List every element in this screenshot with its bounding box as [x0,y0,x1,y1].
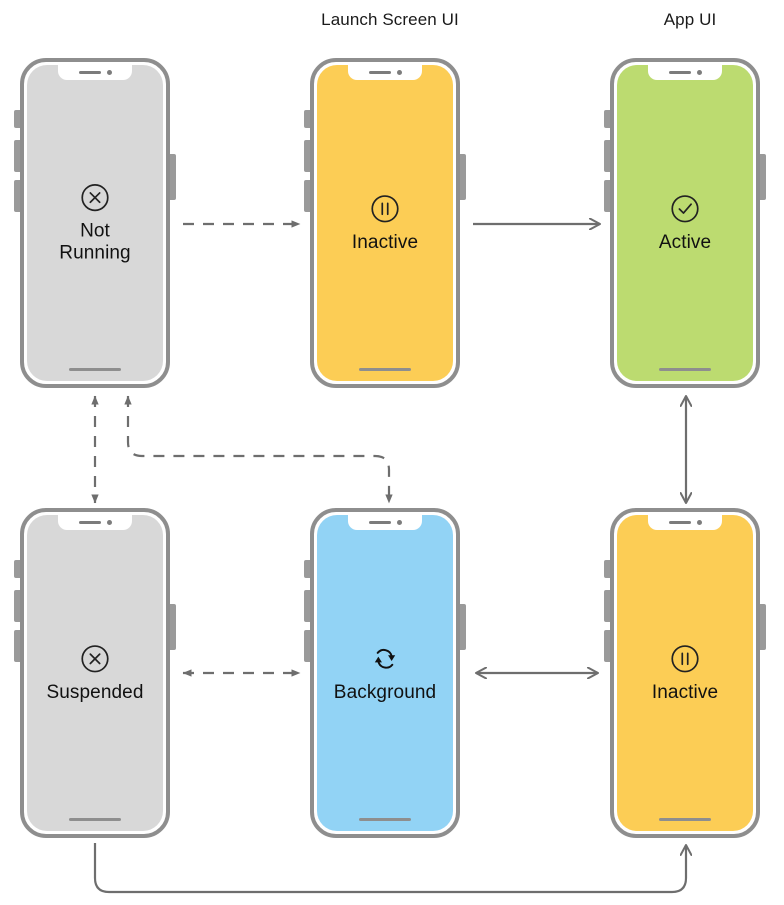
home-indicator [359,818,411,821]
earpiece-speaker [369,71,391,74]
volume-up-button [304,140,311,172]
power-button [459,604,466,650]
power-button [169,604,176,650]
home-indicator [359,368,411,371]
state-content: Inactive [317,192,453,254]
front-camera-icon [697,520,702,525]
silent-switch [604,110,611,128]
silent-switch [304,560,311,578]
earpiece-speaker [669,521,691,524]
state-content: Inactive [617,642,753,704]
screen-background [617,65,753,381]
x-circle-icon [81,645,109,673]
home-indicator [659,368,711,371]
phone-screen: Background [317,515,453,831]
volume-up-button [14,140,21,172]
phone-background[interactable]: Background [300,508,470,838]
volume-down-button [604,630,611,662]
volume-up-button [304,590,311,622]
state-label-line-1: Suspended [46,681,144,703]
phone-inactive-launch[interactable]: Inactive [300,58,470,388]
phone-screen: Inactive [317,65,453,381]
front-camera-icon [397,520,402,525]
screen-background [317,515,453,831]
state-label-line-1: Inactive [351,231,419,253]
silent-switch [304,110,311,128]
x-circle-icon [81,183,109,212]
volume-down-button [304,630,311,662]
state-label-line-1: Active [658,231,712,253]
earpiece-speaker [79,521,101,524]
volume-down-button [14,630,21,662]
silent-switch [14,560,21,578]
front-camera-icon [697,70,702,75]
front-camera-icon [397,70,402,75]
volume-down-button [14,180,21,212]
state-content: Not Running [27,181,163,266]
phone-screen: Active [617,65,753,381]
front-camera-icon [107,520,112,525]
home-indicator [69,368,121,371]
power-button [759,604,766,650]
state-content: Suspended [27,642,163,704]
column-header-app-ui: App UI [663,10,717,29]
pause-circle-icon [671,645,699,673]
phone-screen: Suspended [27,515,163,831]
phone-screen: Inactive [617,515,753,831]
silent-switch [604,560,611,578]
phone-screen: Not Running [27,65,163,381]
transition-suspended-to-inactive-app [93,843,686,894]
home-indicator [659,818,711,821]
screen-background [27,515,163,831]
power-button [759,154,766,200]
volume-down-button [604,180,611,212]
screen-background [27,65,163,381]
home-indicator [69,818,121,821]
earpiece-speaker [79,71,101,74]
silent-switch [14,110,21,128]
check-circle-icon [671,195,699,223]
power-button [169,154,176,200]
state-label-line-1: Not [80,220,110,242]
screen-background [317,65,453,381]
phone-active[interactable]: Active [600,58,770,388]
earpiece-speaker [669,71,691,74]
sync-arrows-icon [374,648,396,669]
screen-background [617,515,753,831]
volume-up-button [604,590,611,622]
earpiece-speaker [369,521,391,524]
volume-up-button [604,140,611,172]
phone-not-running[interactable]: Not Running [10,58,180,388]
phone-inactive-app[interactable]: Inactive [600,508,770,838]
phone-suspended[interactable]: Suspended [10,508,180,838]
pause-circle-icon [371,195,399,223]
volume-down-button [304,180,311,212]
state-content: Active [617,192,753,254]
state-label-line-2: Running [59,243,131,264]
volume-up-button [14,590,21,622]
state-label-line-1: Background [333,681,437,703]
power-button [459,154,466,200]
state-label-line-1: Inactive [651,681,719,703]
transition-not-running-to-background [124,395,393,504]
front-camera-icon [107,70,112,75]
column-header-launch-screen-ui: Launch Screen UI [321,10,459,29]
state-content: Background [317,642,453,704]
